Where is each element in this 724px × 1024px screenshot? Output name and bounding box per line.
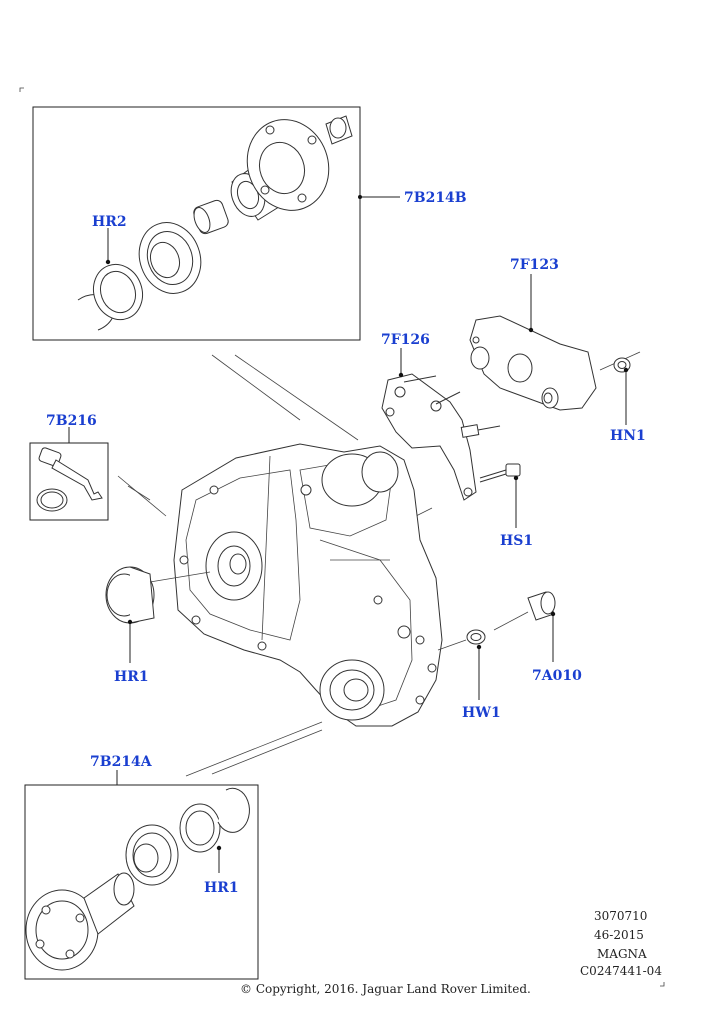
label-hr1-bottom: HR1 [204, 880, 239, 896]
label-7b216: 7B216 [46, 413, 97, 429]
bracket-7f126 [381, 373, 501, 501]
corner-mark-bottom-right [660, 982, 665, 987]
label-7b214a: 7B214A [90, 754, 153, 770]
seal-and-shaft-7b216 [36, 447, 103, 512]
label-hn1: HN1 [610, 428, 646, 444]
label-hr1-left: HR1 [114, 669, 149, 685]
meta-line-3: MAGNA [597, 947, 647, 961]
copyright-text: © Copyright, 2016. Jaguar Land Rover Lim… [240, 982, 531, 996]
meta-line-1: 3070710 [594, 909, 647, 923]
label-hr2: HR2 [92, 214, 127, 230]
bolt-hs1 [479, 463, 521, 483]
seal-hr1-left [105, 566, 155, 624]
label-7a010: 7A010 [532, 668, 582, 684]
label-hs1: HS1 [500, 533, 533, 549]
output-flange-assembly-bottom [25, 787, 250, 971]
corner-mark-top-left [19, 87, 24, 92]
label-7f123: 7F123 [510, 257, 559, 273]
meta-line-4: C0247441-04 [580, 964, 662, 978]
label-7b214b: 7B214B [404, 190, 467, 206]
washer-hw1 [466, 629, 486, 645]
actuator-motor-7f123 [469, 315, 597, 411]
plug-7a010 [527, 591, 556, 621]
label-hw1: HW1 [462, 705, 501, 721]
detail-box-7b214a [24, 784, 259, 980]
label-7f126: 7F126 [381, 332, 430, 348]
output-flange-assembly-top [77, 115, 353, 331]
detail-box-7b214b [32, 106, 361, 341]
meta-line-2: 46-2015 [594, 928, 644, 942]
transfer-case-housing [173, 443, 443, 727]
